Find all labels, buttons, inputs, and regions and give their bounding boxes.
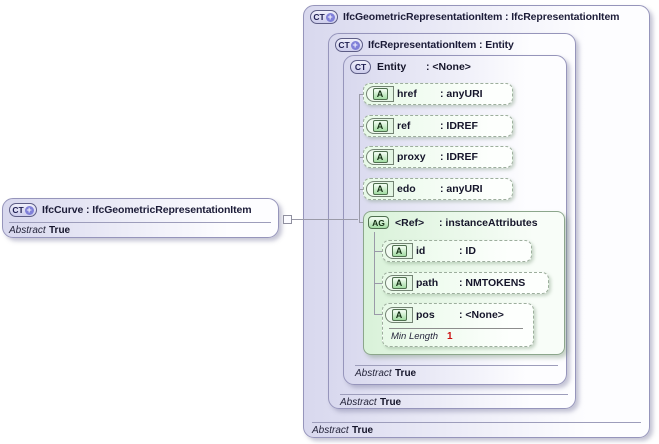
attribute-node-proxy[interactable]: A proxy : IDREF [363,146,513,168]
attribute-node-id[interactable]: A id : ID [382,240,532,262]
expand-plus-icon[interactable]: + [24,204,34,215]
node-ifccurve[interactable]: CT+ IfcCurve : IfcGeometricRepresentatio… [2,198,279,238]
attribute-icon: A [391,277,407,289]
tree-stub-line [359,157,364,158]
expand-plus-icon[interactable]: + [325,11,335,22]
min-length-value: 1 [447,331,453,342]
complex-type-icon-label: CT [12,205,24,215]
abstract-value: True [380,397,402,408]
attribute-name: href [397,88,417,100]
complex-type-icon-label: CT [313,12,325,22]
attribute-group-type: : instanceAttributes [439,216,538,229]
attribute-type: : ID [459,245,476,257]
node-entity[interactable]: CT Entity : <None> A href : anyURI [343,55,567,385]
complex-type-icon: CT [350,60,371,74]
node-title: IfcRepresentationItem : Entity [368,39,514,51]
complex-type-icon-label: CT [354,62,367,72]
facet-divider [312,422,641,423]
attribute-icon-frame: A [385,307,413,323]
abstract-label: Abstract [9,225,46,236]
attribute-node-href[interactable]: A href : anyURI [363,83,513,105]
entity-type: : <None> [426,61,471,73]
entity-name: Entity [377,61,407,73]
abstract-value: True [352,425,374,436]
attribute-type: : NMTOKENS [459,277,526,289]
attribute-type: : <None> [459,309,504,321]
attribute-node-pos[interactable]: A pos : <None> Min Length 1 [382,303,534,347]
attribute-name: ref [397,120,411,132]
attribute-node-path[interactable]: A path : NMTOKENS [382,272,549,294]
abstract-label: Abstract [340,397,377,408]
complex-type-icon: CT+ [9,203,37,217]
node-ifcgeometricrepresentationitem[interactable]: CT+ IfcGeometricRepresentationItem : Ifc… [303,5,650,438]
tree-stub-line [359,189,364,190]
attribute-icon: A [372,183,388,195]
attribute-icon: A [372,88,388,100]
attribute-name: id [416,245,426,257]
tree-stub-line [359,94,364,95]
complex-type-icon: CT+ [310,10,338,24]
attribute-type: : anyURI [440,88,483,100]
facet-divider [340,394,568,395]
complex-type-icon-label: CT [338,40,350,50]
attribute-icon: A [391,245,407,257]
attribute-name: edo [397,183,416,195]
attribute-icon: A [391,309,407,321]
attribute-icon: A [372,151,388,163]
attribute-icon-frame: A [385,275,413,291]
node-title: IfcGeometricRepresentationItem : IfcRepr… [343,11,620,23]
attribute-type: : IDREF [440,120,478,132]
node-title: IfcCurve : IfcGeometricRepresentationIte… [42,204,252,216]
tree-trunk-line [359,94,360,223]
complex-type-icon: CT+ [335,38,363,52]
attribute-group-name: <Ref> [395,216,425,229]
expand-plus-icon[interactable]: + [350,39,360,50]
attribute-group-icon: AG [368,216,389,229]
tree-stub-line [374,314,382,315]
attribute-type: : anyURI [440,183,483,195]
connector-handle[interactable] [283,215,292,224]
abstract-label: Abstract [355,368,392,379]
attribute-group-node[interactable]: AG <Ref> : instanceAttributes A id : ID [363,211,565,355]
attribute-type: : IDREF [440,151,478,163]
tree-trunk-line [374,232,375,314]
attribute-icon-frame: A [366,181,394,197]
attribute-icon-frame: A [366,86,394,102]
tree-stub-line [359,126,364,127]
min-length-label: Min Length [391,331,439,342]
attribute-node-ref[interactable]: A ref : IDREF [363,115,513,137]
tree-stub-line [359,222,364,223]
connector-line [292,219,358,220]
attribute-icon-frame: A [385,243,413,259]
abstract-label: Abstract [312,425,349,436]
attribute-name: pos [416,309,435,321]
tree-stub-line [374,283,382,284]
abstract-value: True [395,368,417,379]
abstract-value: True [49,225,71,236]
facet-divider [389,328,523,329]
facet-divider [9,222,271,223]
attribute-icon-frame: A [366,118,394,134]
attribute-name: proxy [397,151,426,163]
node-ifcrepresentationitem[interactable]: CT+ IfcRepresentationItem : Entity CT En… [328,33,576,409]
attribute-icon-frame: A [366,149,394,165]
attribute-node-edo[interactable]: A edo : anyURI [363,178,513,200]
attribute-icon: A [372,120,388,132]
attribute-name: path [416,277,439,289]
facet-divider [355,365,558,366]
tree-stub-line [374,251,382,252]
